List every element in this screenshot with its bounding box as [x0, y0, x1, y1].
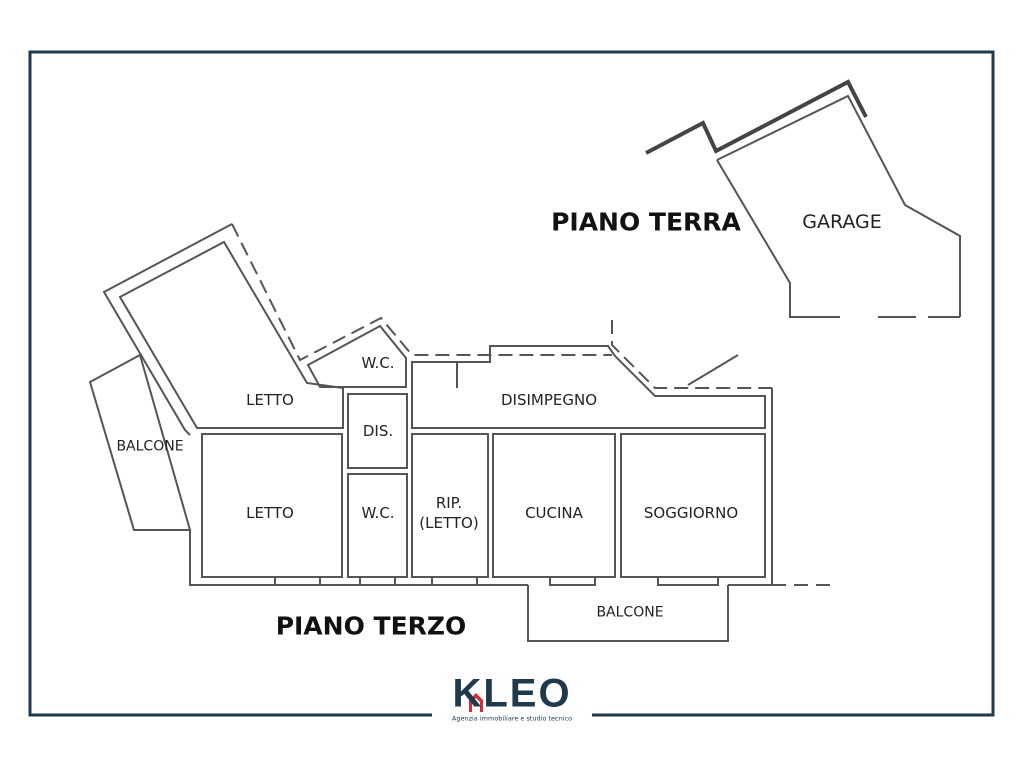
room-dis [347, 393, 408, 469]
label-wc-upper: W.C. [361, 353, 395, 372]
label-balcone-left: BALCONE [116, 438, 184, 455]
logo-tagline: Agenzia immobiliare e studio tecnico [451, 714, 573, 723]
logo-wordmark: KLEO [452, 671, 572, 716]
room-letto-lower [201, 433, 343, 578]
window [359, 576, 396, 586]
label-letto-lower: LETTO [246, 503, 294, 522]
outer-wall-top-left [102, 223, 233, 436]
label-cucina: CUCINA [525, 503, 583, 522]
dashed-wall-1 [231, 223, 612, 362]
label-disimpegno: DISIMPEGNO [500, 390, 598, 409]
room-balcone-bottom [527, 585, 729, 642]
frame-border [28, 50, 995, 717]
dashed-wall-3 [687, 354, 739, 386]
label-rip-line1: RIP. [435, 493, 463, 512]
kleo-logo: KLEO Agenzia immobiliare e studio tecnic… [452, 674, 572, 723]
label-rip-line2: (LETTO) [419, 513, 479, 532]
garage-top-wall [645, 79, 868, 155]
window [549, 576, 596, 586]
label-garage: GARAGE [802, 211, 882, 234]
label-wc-lower: W.C. [361, 503, 395, 522]
label-dis: DIS. [362, 421, 394, 440]
label-letto-upper: LETTO [246, 390, 294, 409]
room-balcone-left [88, 353, 192, 531]
outer-wall [189, 530, 528, 586]
room-disimpegno [411, 345, 766, 429]
dashed-wall-2 [611, 320, 772, 389]
room-wc-upper [306, 324, 407, 388]
window [657, 576, 719, 586]
room-wc-lower [347, 473, 408, 578]
third-floor-title: PIANO TERZO [275, 611, 467, 641]
logo-house-icon [469, 693, 483, 712]
garage-left-wall [716, 159, 840, 318]
label-balcone-bottom: BALCONE [596, 604, 664, 621]
window [431, 576, 478, 586]
window [274, 576, 321, 586]
garage-walls [716, 94, 961, 317]
label-soggiorno: SOGGIORNO [643, 503, 739, 522]
ground-floor-title: PIANO TERRA [551, 207, 741, 237]
